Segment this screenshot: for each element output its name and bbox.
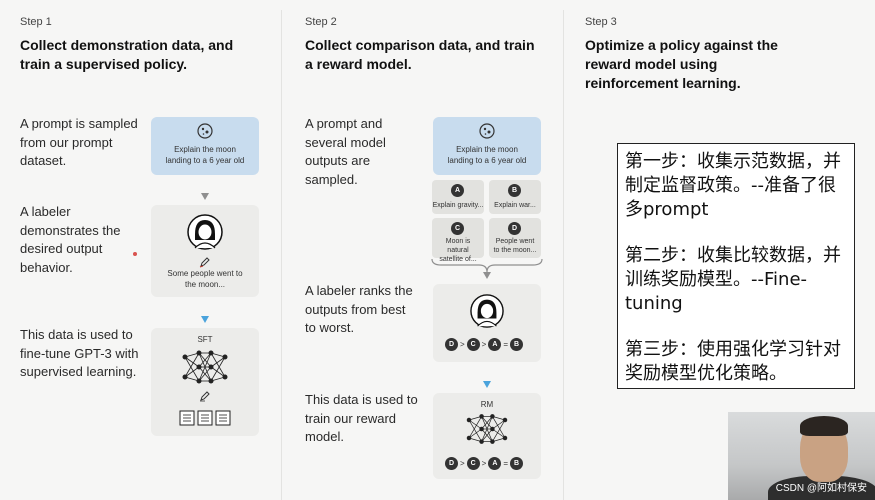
rank-letter: D [445,456,458,470]
ranking-row: D > C > A = B [445,337,524,351]
output-letter: B [508,184,521,197]
pencil-icon [199,257,210,268]
rank-letter: A [488,456,502,470]
step2-desc-rank: A labeler ranks the outputs from best to… [305,283,413,335]
down-arrow-blue [201,316,209,323]
step1-title: Collect demonstration data, and train a … [20,37,234,72]
rank-operator: > [481,458,487,468]
sft-label: SFT [197,335,213,344]
note-step1: 第一步：收集示范数据，并制定监督政策。--准备了很多prompt [625,151,841,220]
documents-icon [179,410,231,426]
step2-desc-sample: A prompt and several model outputs are s… [305,116,386,187]
rank-letter: C [466,337,480,351]
step1-sft-card: SFT [151,328,259,436]
labeler-avatar-icon [187,214,223,250]
output-letter: D [508,222,521,235]
step2-label: Step 2 [305,16,337,28]
down-arrow-blue [483,381,491,388]
output-card-b: B Explain war... [489,180,541,214]
rank-letter: B [510,337,524,351]
output-card-a: A Explain gravity... [432,180,484,214]
merge-bracket-icon [431,258,543,279]
note-step2: 第二步：收集比较数据，并训练奖励模型。--Fine-tuning [625,245,841,314]
rank-letter: A [488,337,502,351]
step2-prompt-card: Explain the moon landing to a 6 year old [433,117,541,175]
output-text: Moon is natural satellite of... [439,238,477,263]
output-card-c: C Moon is natural satellite of... [432,218,484,263]
step2-outputs-panel: A Explain gravity... B Explain war... C … [429,178,545,263]
note-step3: 第三步：使用强化学习针对奖励模型优化策略。 [625,339,841,384]
pencil-icon [200,391,210,402]
step1-prompt-text: Explain the moon landing to a 6 year old [165,145,245,165]
output-text: Explain gravity... [432,202,484,209]
step1-desc-labeler: A labeler demonstrates the desired outpu… [20,204,121,275]
step1-label: Step 1 [20,16,52,28]
step3-title: Optimize a policy against the reward mod… [585,37,778,91]
step1-desc-finetune: This data is used to fine-tune GPT-3 wit… [20,327,139,379]
rank-letter: C [466,456,480,470]
output-text: People went to the moon... [493,238,537,254]
person-hair [800,416,848,436]
rm-label: RM [480,400,494,409]
step2-prompt-text: Explain the moon landing to a 6 year old [447,145,527,165]
down-arrow [201,193,209,200]
moon-icon [479,123,495,139]
notes-box: 第一步：收集示范数据，并制定监督政策。--准备了很多prompt 第二步：收集比… [617,143,855,389]
rank-letter: B [510,456,524,470]
step1-labeler-output: Some people went to the moon... [167,269,243,289]
rank-letter: D [445,337,458,351]
output-card-d: D People went to the moon... [489,218,541,258]
output-letter: A [451,184,464,197]
step1-desc-prompt: A prompt is sampled from our prompt data… [20,116,138,168]
step2-ranking-card: D > C > A = B [433,284,541,362]
neural-network-icon [466,414,508,444]
neural-network-icon [182,350,228,384]
rank-operator: = [503,458,509,468]
column-divider [281,10,282,500]
red-dot [133,252,137,256]
watermark-text: CSDN @阿如村保安 [775,483,867,494]
step3-label: Step 3 [585,16,617,28]
step1-prompt-card: Explain the moon landing to a 6 year old [151,117,259,175]
column-divider [563,10,564,500]
rank-operator: = [503,339,509,349]
rank-operator: > [460,339,465,349]
output-text: Explain war... [494,202,536,209]
step2-rm-card: RM D > C > A = B [433,393,541,479]
ranking-row: D > C > A = B [445,456,524,470]
output-letter: C [451,222,464,235]
step1-labeler-card: Some people went to the moon... [151,205,259,297]
labeler-avatar-icon [470,294,504,328]
step2-title: Collect comparison data, and train a rew… [305,37,535,72]
moon-icon [197,123,213,139]
rank-operator: > [481,339,487,349]
rank-operator: > [460,458,465,468]
step2-desc-train: This data is used to train our reward mo… [305,392,418,444]
webcam-video: CSDN @阿如村保安 [728,412,875,500]
